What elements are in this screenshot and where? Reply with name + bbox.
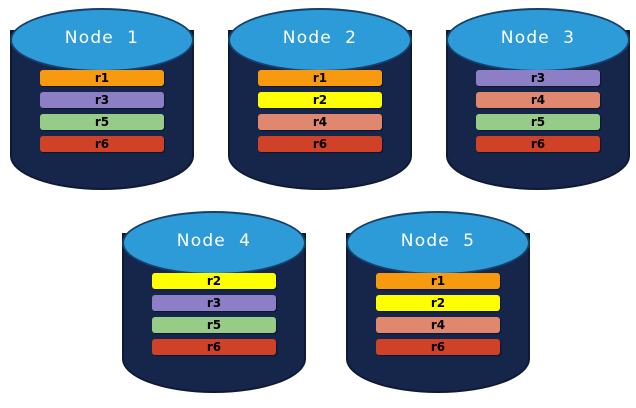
cylinder-top-icon <box>446 8 630 72</box>
replica-bar[interactable]: r5 <box>40 114 164 130</box>
replica-bar[interactable]: r3 <box>476 70 600 86</box>
replica-list: r2 r3 r5 r6 <box>152 273 276 355</box>
replica-bar[interactable]: r4 <box>258 114 382 130</box>
replica-bar[interactable]: r6 <box>376 339 500 355</box>
replica-list: r1 r2 r4 r6 <box>376 273 500 355</box>
replica-bar[interactable]: r6 <box>476 136 600 152</box>
replica-bar[interactable]: r1 <box>376 273 500 289</box>
replica-bar[interactable]: r5 <box>152 317 276 333</box>
replica-bar[interactable]: r4 <box>476 92 600 108</box>
replica-bar[interactable]: r2 <box>376 295 500 311</box>
replica-bar[interactable]: r6 <box>258 136 382 152</box>
cylinder-top-icon <box>10 8 194 72</box>
replica-bar[interactable]: r2 <box>258 92 382 108</box>
replica-bar[interactable]: r1 <box>40 70 164 86</box>
replica-bar[interactable]: r2 <box>152 273 276 289</box>
replica-bar[interactable]: r5 <box>476 114 600 130</box>
replica-list: r1 r2 r4 r6 <box>258 70 382 152</box>
replica-bar[interactable]: r3 <box>40 92 164 108</box>
replica-bar[interactable]: r6 <box>152 339 276 355</box>
replica-bar[interactable]: r4 <box>376 317 500 333</box>
replica-list: r1 r3 r5 r6 <box>40 70 164 152</box>
cylinder-top-icon <box>122 211 306 275</box>
replica-bar[interactable]: r3 <box>152 295 276 311</box>
cylinder-top-icon <box>228 8 412 72</box>
replica-list: r3 r4 r5 r6 <box>476 70 600 152</box>
replica-bar[interactable]: r6 <box>40 136 164 152</box>
replica-bar[interactable]: r1 <box>258 70 382 86</box>
cylinder-top-icon <box>346 211 530 275</box>
